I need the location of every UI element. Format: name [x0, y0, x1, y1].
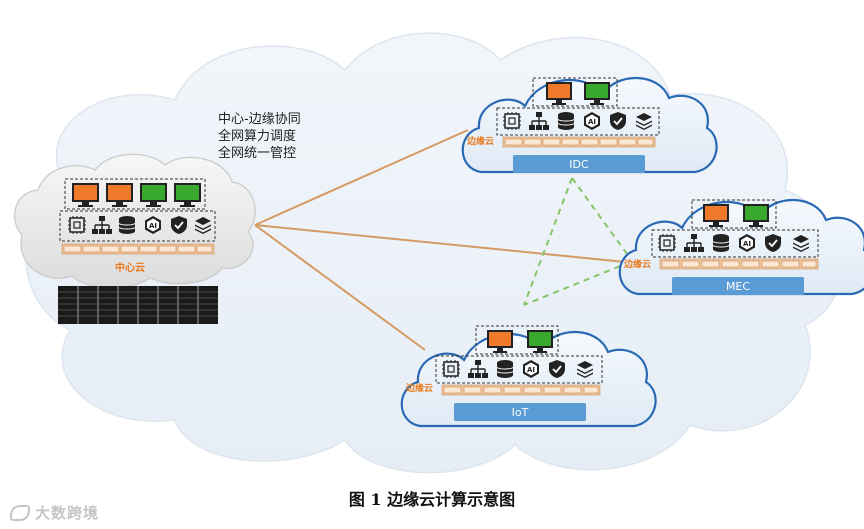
svg-text:AI: AI [527, 366, 535, 374]
edge-tag-iot: 边缘云 [405, 382, 433, 394]
connector-idc-mec [571, 177, 631, 259]
ai-icon: AI [739, 234, 755, 252]
database-icon [557, 112, 575, 130]
connector-center-iot [254, 224, 426, 351]
connector-idc-iot [523, 177, 573, 306]
layers-icon [195, 217, 211, 234]
center-cloud-label: 中心云 [115, 261, 145, 274]
cpu-icon [503, 112, 521, 130]
monitor-icon [546, 82, 572, 105]
connectors [254, 129, 631, 351]
network-icon [92, 216, 112, 234]
annotation-line: 全网统一管控 [218, 146, 297, 161]
svg-text:AI: AI [588, 118, 596, 126]
edge-cloud-mec: AI 边缘云 MEC [618, 198, 864, 296]
edge-icon-row: AI [442, 360, 593, 378]
edge-name-mec: MEC [726, 280, 750, 293]
center-cloud: AI 中心云 [13, 153, 256, 289]
edge-name-bar [513, 155, 645, 173]
svg-text:AI: AI [743, 240, 751, 248]
monitor-icon [487, 330, 513, 353]
annotation-line: 全网算力调度 [218, 129, 297, 144]
annotation-line: 中心-边缘协同 [218, 112, 301, 127]
monitor-icon [140, 183, 167, 207]
watermark-text: 大数跨境 [35, 504, 100, 522]
ai-icon: AI [523, 360, 539, 378]
edge-name-iot: IoT [512, 406, 529, 419]
layers-icon [636, 113, 652, 130]
shield-icon [549, 360, 565, 378]
center-platform-strip [61, 243, 215, 255]
cpu-icon [68, 216, 86, 234]
monitor-icon [174, 183, 201, 207]
monitor-icon [106, 183, 133, 207]
collaboration-annotation: 中心-边缘协同 全网算力调度 全网统一管控 [218, 111, 301, 162]
layers-icon [793, 235, 809, 252]
edge-name-idc: IDC [569, 158, 589, 171]
edge-name-bar [672, 277, 804, 295]
edge-platform-strip [441, 384, 601, 396]
connector-center-mec [254, 224, 626, 263]
edge-platform-strip [502, 136, 656, 148]
shield-icon [765, 234, 781, 252]
edge-icon-row: AI [503, 112, 652, 130]
database-icon [118, 216, 136, 234]
monitor-icon [527, 330, 553, 353]
network-icon [684, 234, 704, 252]
edge-name-bar [454, 403, 586, 421]
network-icon [468, 360, 488, 378]
layers-icon [577, 361, 593, 378]
connector-center-idc [254, 129, 469, 226]
cpu-icon [442, 360, 460, 378]
monitor-icon [743, 204, 769, 227]
watermark: 大数跨境 [10, 502, 99, 523]
shield-icon [610, 112, 626, 130]
monitor-icon [72, 183, 99, 207]
edge-cloud-idc: AI 边缘云 IDC [461, 76, 718, 174]
edge-tag-mec: 边缘云 [623, 258, 651, 270]
center-monitors [64, 178, 206, 210]
watermark-logo-icon [10, 505, 30, 521]
figure-caption: 图 1 边缘云计算示意图 [348, 490, 516, 509]
edge-tag-idc: 边缘云 [466, 135, 494, 147]
network-icon [529, 112, 549, 130]
database-icon [496, 360, 514, 378]
database-icon [712, 234, 730, 252]
center-icon-row: AI [68, 216, 211, 234]
edge-cloud-iot: AI 边缘云 IoT [400, 325, 657, 428]
edge-icon-row: AI [658, 234, 809, 252]
ai-icon: AI [145, 216, 161, 234]
connector-mec-iot [523, 261, 631, 306]
monitor-icon [584, 82, 610, 105]
shield-icon [171, 216, 187, 234]
server-rack-image [58, 286, 218, 324]
edge-platform-strip [659, 258, 819, 270]
svg-text:AI: AI [149, 222, 157, 230]
ai-icon: AI [584, 112, 600, 130]
monitor-icon [703, 204, 729, 227]
cpu-icon [658, 234, 676, 252]
